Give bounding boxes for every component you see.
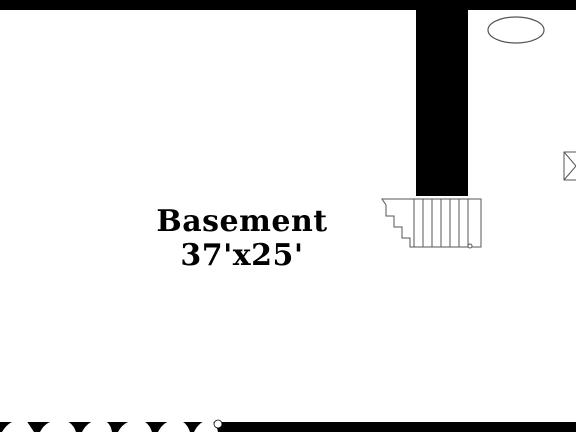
brand-logo bbox=[2, 419, 223, 432]
stairs-icon bbox=[381, 198, 482, 249]
room-label: Basement 37'x25' bbox=[132, 205, 352, 273]
bottom-wall bbox=[0, 422, 576, 432]
room-dimensions: 37'x25' bbox=[180, 238, 304, 273]
stairwell-column bbox=[416, 0, 468, 196]
window-icon bbox=[563, 151, 576, 181]
oval-fixture-icon bbox=[487, 16, 545, 44]
room-name: Basement bbox=[156, 204, 328, 239]
top-wall bbox=[0, 0, 576, 10]
